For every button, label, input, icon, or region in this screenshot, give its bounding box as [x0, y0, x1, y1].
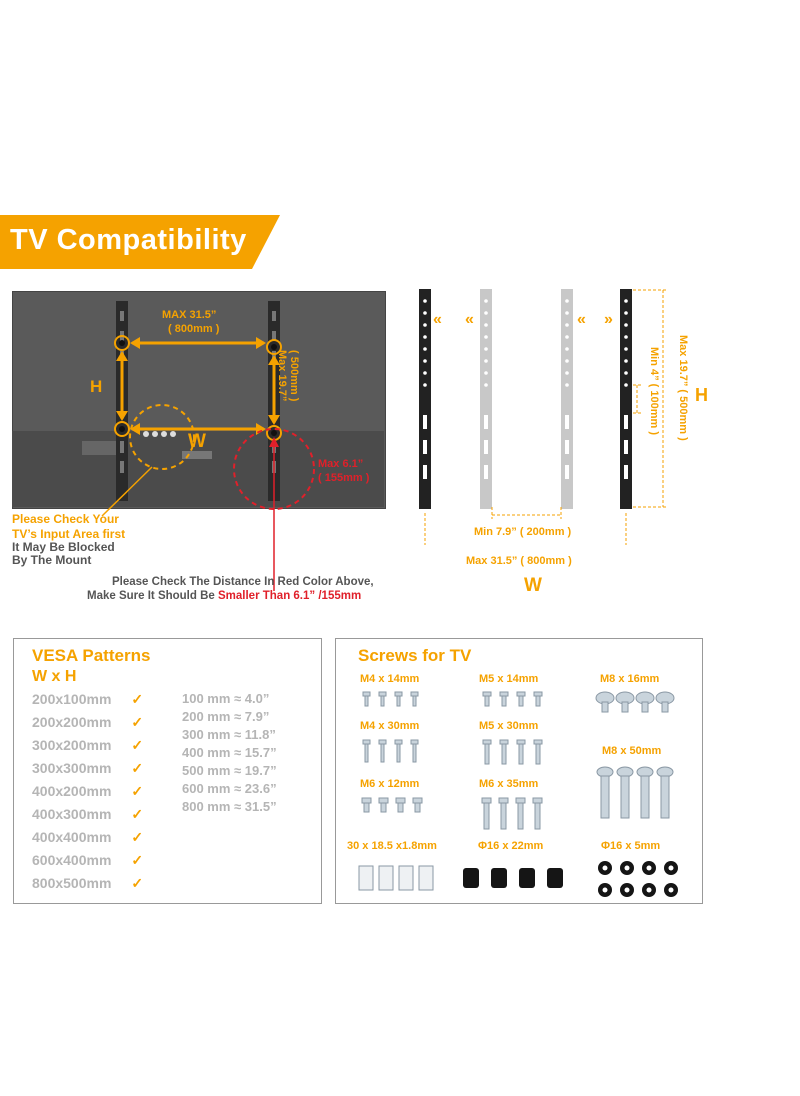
- distance-note-part-c: /155mm: [315, 590, 362, 602]
- vesa-pattern-row: 400x200mm ✓: [32, 783, 143, 806]
- vesa-pattern: 400x400mm: [32, 829, 112, 845]
- screw-label-m5x14: M5 x 14mm: [479, 673, 539, 685]
- bracket-min-width-label: Min 7.9” ( 200mm ): [474, 526, 572, 538]
- hardware-illustrations: [358, 691, 678, 897]
- vesa-pattern-row: 300x300mm ✓: [32, 760, 143, 783]
- distance-note-line1: Please Check The Distance In Red Color A…: [112, 576, 374, 588]
- vesa-pattern: 400x300mm: [32, 806, 112, 822]
- check-icon: ✓: [131, 760, 144, 776]
- tv-mount-diagram: [12, 301, 384, 591]
- vesa-pattern: 300x300mm: [32, 760, 112, 776]
- bracket-width-letter: W: [524, 575, 542, 596]
- vesa-pattern-row: 400x400mm ✓: [32, 829, 143, 852]
- check-icon: ✓: [131, 783, 144, 799]
- distance-note-line2: Make Sure It Should Be Smaller Than 6.1”…: [87, 589, 361, 604]
- vesa-pattern-row: 400x300mm ✓: [32, 806, 143, 829]
- bracket-max-height-label: Max 19.7” ( 500mm ): [677, 335, 689, 441]
- bracket-max-width-label: Max 31.5” ( 800mm ): [466, 555, 572, 567]
- distance-note-part-b: Smaller Than 6.1”: [218, 590, 316, 602]
- input-note-line1: Please Check Your: [12, 512, 119, 526]
- max-width-mm-label: ( 800mm ): [168, 323, 220, 335]
- vesa-pattern-row: 200x200mm ✓: [32, 714, 143, 737]
- vesa-pattern: 600x400mm: [32, 852, 112, 868]
- slide-left-arrows-1: «: [433, 311, 442, 328]
- screw-label-m4x14: M4 x 14mm: [360, 673, 420, 685]
- width-letter: W: [188, 431, 206, 452]
- vesa-pattern-row: 800x500mm ✓: [32, 875, 143, 898]
- title-banner: [0, 215, 280, 269]
- screw-label-m5x30: M5 x 30mm: [479, 720, 539, 732]
- conversion-row: 500 mm ≈ 19.7”: [182, 763, 277, 778]
- check-icon: ✓: [131, 737, 144, 753]
- vesa-pattern: 200x100mm: [32, 691, 112, 707]
- vesa-pattern: 400x200mm: [32, 783, 112, 799]
- bracket-diagram: [419, 289, 667, 545]
- max-height-label: Max 19.7”: [276, 350, 288, 402]
- mm-inch-conversions: 100 mm ≈ 4.0” 200 mm ≈ 7.9” 300 mm ≈ 11.…: [182, 691, 277, 817]
- spacer-label-22mm: Φ16 x 22mm: [478, 840, 544, 852]
- check-icon: ✓: [131, 829, 144, 845]
- height-letter: H: [90, 377, 103, 396]
- screw-label-m8x50: M8 x 50mm: [602, 745, 662, 757]
- check-icon: ✓: [131, 691, 144, 707]
- slide-right-arrows-2: »: [604, 311, 613, 328]
- vesa-pattern-list: 200x100mm ✓ 200x200mm ✓ 300x200mm ✓ 300x300…: [32, 691, 143, 898]
- vesa-pattern-row: 200x100mm ✓: [32, 691, 143, 714]
- max-depth-label: Max 6.1”: [318, 458, 364, 470]
- conversion-row: 800 mm ≈ 31.5”: [182, 799, 277, 814]
- input-note-line2: TV’s Input Area first: [12, 527, 126, 541]
- vesa-panel: [13, 638, 322, 904]
- screw-label-m6x35: M6 x 35mm: [479, 778, 539, 790]
- conversion-row: 400 mm ≈ 15.7”: [182, 745, 277, 760]
- slide-left-arrows-2: «: [465, 311, 474, 328]
- input-note-line4: By The Mount: [12, 553, 92, 567]
- vesa-subtitle: W x H: [32, 668, 77, 685]
- screw-label-m8x16: M8 x 16mm: [600, 673, 660, 685]
- vesa-pattern: 300x200mm: [32, 737, 112, 753]
- check-icon: ✓: [131, 714, 144, 730]
- conversion-row: 100 mm ≈ 4.0”: [182, 691, 270, 706]
- distance-note-part-a: Make Sure It Should Be: [87, 590, 218, 602]
- max-height-mm-label: ( 500mm ): [288, 350, 300, 402]
- vesa-pattern-row: 600x400mm ✓: [32, 852, 143, 875]
- bracket-min-height-label: Min 4” ( 100mm ): [648, 347, 660, 436]
- check-icon: ✓: [131, 875, 144, 891]
- max-width-label: MAX 31.5”: [162, 309, 217, 321]
- max-depth-mm-label: ( 155mm ): [318, 472, 370, 484]
- check-icon: ✓: [131, 852, 144, 868]
- vesa-title: VESA Patterns: [32, 646, 151, 665]
- conversion-row: 200 mm ≈ 7.9”: [182, 709, 270, 724]
- vesa-pattern: 200x200mm: [32, 714, 112, 730]
- bracket-height-letter: H: [695, 385, 708, 405]
- screw-label-m6x12: M6 x 12mm: [360, 778, 420, 790]
- page-title: TV Compatibility: [10, 224, 247, 256]
- conversion-row: 600 mm ≈ 23.6”: [182, 781, 277, 796]
- spacer-label-5mm: Φ16 x 5mm: [601, 840, 661, 852]
- screw-label-m4x30: M4 x 30mm: [360, 720, 420, 732]
- slide-right-arrows-1: «: [577, 311, 586, 328]
- input-note-line3: It May Be Blocked: [12, 540, 115, 554]
- vesa-pattern-row: 300x200mm ✓: [32, 737, 143, 760]
- spacer-label-plates: 30 x 18.5 x1.8mm: [347, 840, 437, 852]
- vesa-pattern: 800x500mm: [32, 875, 112, 891]
- check-icon: ✓: [131, 806, 144, 822]
- conversion-row: 300 mm ≈ 11.8”: [182, 727, 276, 742]
- screws-title: Screws for TV: [358, 646, 472, 665]
